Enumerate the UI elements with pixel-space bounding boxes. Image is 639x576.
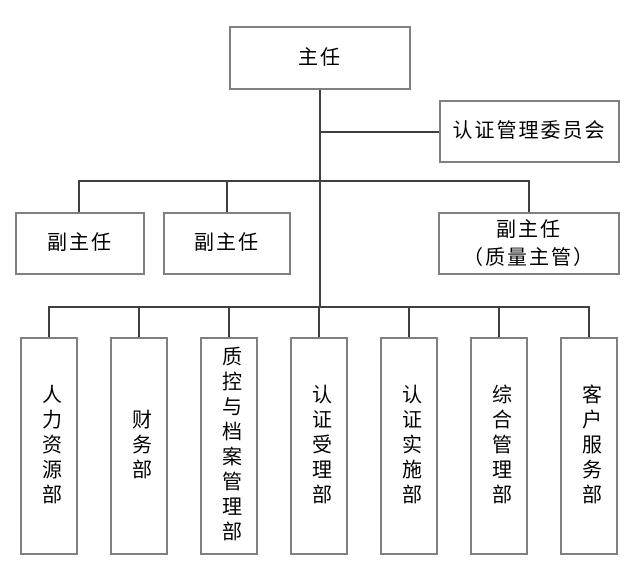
node-dept-general-management: 综合管理部 [470, 337, 528, 555]
node-dept-customer-service-label: 客户服务部 [578, 383, 601, 509]
node-certification-committee: 认证管理委员会 [439, 100, 620, 163]
node-dept-certification-implementation: 认证实施部 [380, 337, 438, 555]
node-dept-customer-service: 客户服务部 [560, 337, 618, 555]
node-deputy-director-2-label: 副主任 [194, 232, 260, 254]
connector-deputy3-drop [528, 180, 530, 212]
node-deputy-director-2: 副主任 [163, 212, 291, 275]
connector-dept4-drop [318, 306, 320, 337]
connector-deputy2-drop [226, 180, 228, 212]
node-certification-committee-label: 认证管理委员会 [452, 120, 607, 142]
node-dept-human-resources-label: 人力资源部 [38, 383, 61, 509]
node-dept-quality-control-archives-label: 质控与档案管理部 [218, 346, 241, 546]
node-deputy-director-quality-label: 副主任 （质量主管） [463, 218, 595, 269]
connector-dept3-drop [228, 306, 230, 337]
node-director-label: 主任 [298, 46, 342, 69]
connector-committee-branch [320, 131, 439, 133]
node-deputy-director-1: 副主任 [15, 212, 145, 275]
node-deputy-director-1-label: 副主任 [47, 232, 113, 254]
node-dept-finance: 财务部 [110, 337, 168, 555]
connector-dept7-drop [588, 306, 590, 337]
connector-main-vertical [319, 90, 321, 307]
node-director: 主任 [229, 26, 411, 90]
connector-deputy1-drop [78, 180, 80, 212]
connector-dept2-drop [138, 306, 140, 337]
connector-deputy-horizontal [78, 180, 530, 182]
node-dept-human-resources: 人力资源部 [20, 337, 78, 555]
node-dept-quality-control-archives: 质控与档案管理部 [200, 337, 258, 555]
node-dept-general-management-label: 综合管理部 [488, 383, 511, 509]
node-dept-certification-implementation-label: 认证实施部 [398, 383, 421, 509]
connector-dept6-drop [498, 306, 500, 337]
node-dept-certification-acceptance-label: 认证受理部 [308, 383, 331, 509]
node-dept-certification-acceptance: 认证受理部 [290, 337, 348, 555]
connector-dept5-drop [408, 306, 410, 337]
connector-dept1-drop [48, 306, 50, 337]
node-deputy-director-quality: 副主任 （质量主管） [438, 212, 620, 275]
node-dept-finance-label: 财务部 [128, 408, 151, 484]
